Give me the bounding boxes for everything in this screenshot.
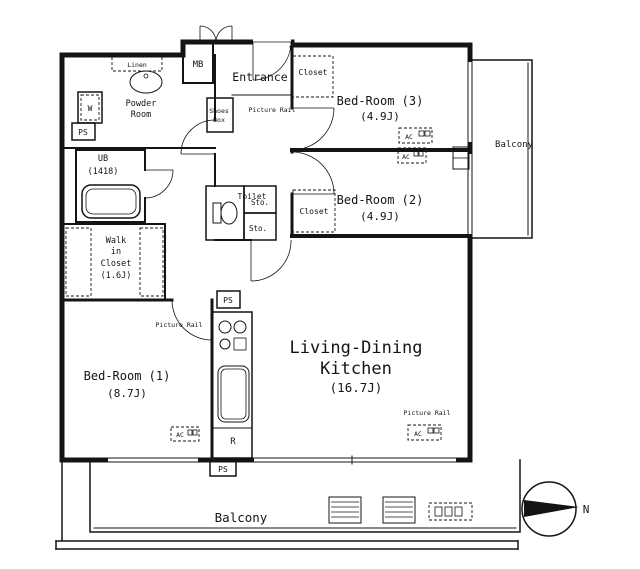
unit-bath-label: UB [98, 154, 108, 164]
picture-rail-label-hall: Picture Rail [249, 106, 296, 114]
linen-label: Linen [127, 61, 147, 69]
pipe-space-box-1 [71, 122, 96, 141]
pipe-space-label-2: PS [223, 296, 233, 305]
washing-machine-label: W [88, 104, 93, 113]
stove-burner-icon [219, 338, 231, 350]
faucet-icon [143, 73, 149, 79]
wic-area: (1.6J) [101, 271, 132, 281]
porch-doors [199, 25, 233, 43]
balcony-bottom-label: Balcony [215, 510, 268, 525]
bath-door [144, 169, 174, 199]
ac-space-bedroom2 [397, 147, 427, 164]
picture-rail-label-ldk: Picture Rail [404, 409, 451, 417]
powder-room-label-2: Room [131, 110, 151, 120]
windows [107, 38, 475, 465]
ac-space-bedroom1 [170, 426, 200, 442]
outdoor-unit-space [428, 502, 473, 521]
meter-box [182, 41, 214, 84]
storage-label-2: Sto. [249, 224, 267, 233]
bedroom2-label: Bed-Room (2) [337, 193, 424, 207]
compass: N [521, 481, 590, 537]
ac-label-ldk: AC [414, 430, 422, 438]
interior-walls [60, 43, 472, 462]
stove-grill-icon [233, 337, 247, 351]
bedroom2-area: (4.9J) [360, 210, 400, 223]
outer-walls [59, 39, 473, 463]
powder-room-door [180, 119, 216, 155]
balconies [55, 59, 533, 550]
balcony-right-label: Balcony [495, 140, 534, 150]
ac-label-bedroom3: AC [405, 133, 413, 141]
bedroom1-area: (8.7J) [107, 387, 147, 400]
wic-hanger-right [139, 227, 164, 297]
bedroom3-closet-label: Closet [299, 68, 328, 77]
compass-circle [521, 481, 577, 537]
wic-hanger-left [65, 227, 92, 297]
ldk-door [250, 239, 292, 282]
storage-label-1: Sto. [251, 198, 269, 207]
ac-label-bedroom1: AC [176, 431, 184, 439]
bedroom1-label: Bed-Room (1) [84, 369, 171, 383]
stove-burner-icon [218, 320, 232, 334]
bedroom3-label: Bed-Room (3) [337, 94, 424, 108]
sink-icon [217, 365, 250, 423]
labels: MB Entrance Shoes Box Picture Rail Linen… [78, 60, 533, 525]
entrance-label: Entrance [232, 70, 287, 84]
meter-box-label: MB [193, 60, 204, 70]
unit-bath-size: (1418) [88, 167, 119, 177]
pipe-space-label-3: PS [218, 465, 228, 474]
ac-space-bedroom3 [398, 127, 433, 144]
bedroom3-door [291, 107, 335, 151]
evacuation-hatch [382, 496, 416, 524]
shoes-box [206, 97, 234, 133]
bathtub-icon [81, 184, 141, 219]
bedroom2-door [291, 151, 335, 195]
bedroom3-closet [292, 55, 334, 98]
pipe-space-label-1: PS [78, 128, 88, 137]
wic-label-1: Walk [106, 236, 126, 246]
picture-rail-label-br1: Picture Rail [156, 321, 203, 329]
stove-burner-icon [233, 320, 247, 334]
evacuation-hatch [328, 496, 362, 524]
bedroom1-door [171, 299, 213, 341]
pipe-space-box-2 [216, 290, 241, 309]
shoes-box-label-2: Box [213, 116, 225, 124]
toilet-label: Toilet [238, 192, 267, 201]
fixtures [65, 55, 473, 524]
north-label: N [583, 503, 590, 516]
refrigerator-label: R [230, 437, 236, 447]
ldk-label-1: Living-Dining [289, 338, 422, 358]
bedroom2-closet-label: Closet [300, 207, 329, 216]
toilet-bowl-icon [220, 201, 238, 225]
linen-shelf [111, 56, 163, 72]
ac-space-ldk [407, 424, 442, 441]
shoes-box-label-1: Shoes [209, 107, 229, 115]
toilet-tank-icon [212, 202, 222, 224]
bedroom2-closet [292, 189, 336, 233]
bedroom3-area: (4.9J) [360, 110, 400, 123]
wic-label-3: Closet [101, 259, 132, 269]
ldk-label-2: Kitchen [320, 359, 392, 379]
vanity-basin-icon [129, 70, 163, 94]
ldk-area: (16.7J) [330, 380, 383, 395]
entrance-door [252, 41, 292, 81]
ac-label-bedroom2: AC [402, 153, 410, 161]
pipe-space-box-3 [209, 459, 237, 477]
wic-label-2: in [111, 247, 121, 257]
storage-box-2 [243, 212, 277, 241]
powder-room-label-1: Powder [126, 99, 157, 109]
doors [144, 25, 335, 341]
north-arrow-icon [524, 500, 579, 517]
